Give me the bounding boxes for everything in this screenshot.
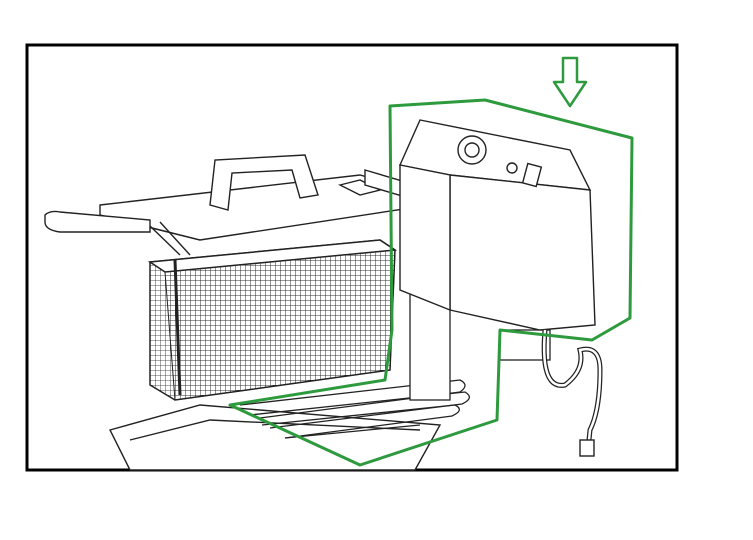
oil-tank [108,404,442,471]
basket-handle [44,210,191,256]
fry-basket [147,239,398,401]
highlight-outline [228,98,634,467]
down-arrow-icon [552,56,588,108]
control-box [364,119,603,457]
